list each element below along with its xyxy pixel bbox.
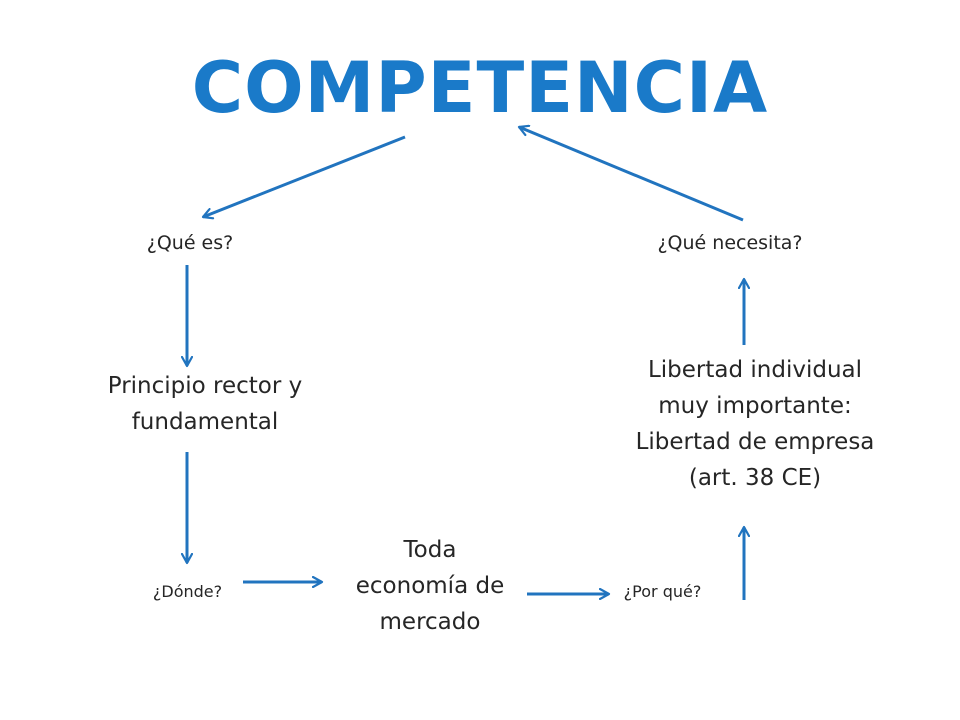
- node-libertad-line-1: Libertad individual: [647, 357, 863, 383]
- node-libertad-line-4: (art. 38 CE): [688, 465, 822, 491]
- node-que-es: ¿Qué es?: [146, 232, 234, 254]
- node-economia-mercado: Toda economía de mercado: [320, 532, 540, 640]
- node-donde: ¿Dónde?: [152, 582, 223, 601]
- node-principio-line-2: fundamental: [131, 409, 279, 435]
- arrow-title-to-que-es: [203, 135, 406, 217]
- diagram-title: COMPETENCIA: [191, 47, 769, 129]
- node-que-necesita: ¿Qué necesita?: [657, 232, 803, 254]
- node-principio-rector: Principio rector y fundamental: [65, 368, 345, 440]
- node-libertad-line-2: muy importante:: [658, 393, 852, 419]
- node-economia-line-1: Toda: [403, 537, 457, 563]
- node-por-que: ¿Por qué?: [623, 582, 702, 601]
- arrow-que-necesita-to-title: [519, 127, 744, 222]
- node-economia-line-2: economía de: [355, 573, 505, 599]
- node-principio-line-1: Principio rector y: [107, 373, 303, 399]
- node-libertad-line-3: Libertad de empresa: [635, 429, 875, 455]
- node-libertad-individual: Libertad individual muy importante: Libe…: [600, 352, 910, 496]
- node-economia-line-3: mercado: [379, 609, 481, 635]
